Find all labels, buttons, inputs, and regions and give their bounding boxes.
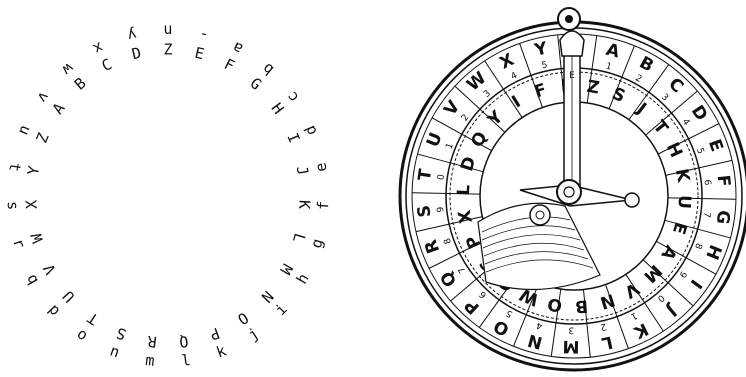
plain-letter: N: [258, 287, 277, 306]
plain-letter: J: [293, 165, 312, 177]
center-pivot: [557, 180, 581, 204]
plain-letter: S: [114, 324, 129, 344]
plain-letter: C: [99, 55, 115, 75]
letter-pair: fK: [295, 199, 332, 210]
disk-inner-letter: L: [454, 184, 475, 196]
plain-letter: G: [247, 74, 265, 94]
letter-pair: cH: [268, 88, 303, 117]
letter-pair: lQ: [178, 332, 191, 370]
plain-letter: W: [27, 230, 47, 245]
plain-letter: V: [40, 261, 60, 278]
letter-pair: iN: [258, 287, 291, 319]
letter-pair: bG: [247, 59, 278, 93]
plain-letter: F: [221, 55, 237, 75]
letter-pair: xC: [90, 38, 115, 75]
letter-pair: kP: [207, 324, 228, 362]
letter-pair: nZ: [163, 22, 172, 59]
plain-letter: E: [193, 44, 206, 64]
letter-pair: yD: [126, 25, 143, 63]
plain-letter: I: [283, 130, 303, 145]
cipher-letter: n: [107, 342, 122, 362]
plain-letter: P: [207, 324, 222, 344]
letter-pair: uZ: [15, 123, 52, 146]
plain-letter: H: [268, 100, 288, 118]
cipher-letter: y: [126, 25, 139, 45]
plain-letter: R: [146, 332, 158, 351]
cipher-letter: t: [5, 161, 24, 173]
plain-letter: B: [71, 74, 89, 94]
letter-pair: mR: [144, 332, 157, 370]
plain-letter: X: [22, 199, 40, 209]
paired-letter-ring: nZ-EaFbGcHdIeJfKgLhMiNjOkPlQmRnSoTpUqVrW…: [4, 22, 333, 370]
pointer-label: E: [569, 71, 575, 81]
letter-pair: pU: [45, 287, 78, 319]
letter-pair: oT: [74, 308, 102, 344]
pointer-index: [560, 31, 584, 56]
disk-outer-letter: M: [562, 336, 579, 356]
letter-pair: hM: [276, 261, 313, 287]
plain-letter: Y: [24, 165, 43, 177]
cipher-letter: l: [181, 351, 192, 370]
letter-pair: vA: [33, 88, 68, 117]
disk-number: 3: [568, 324, 574, 334]
letter-pair: nS: [107, 324, 128, 362]
cipher-letter: a: [230, 38, 246, 58]
letter-pair: aF: [221, 38, 246, 75]
plain-letter: K: [295, 199, 313, 209]
cipher-letter: x: [90, 38, 106, 58]
plain-letter: U: [59, 287, 78, 306]
letter-pair: wB: [58, 59, 89, 93]
letter-pair: jO: [234, 308, 262, 344]
plain-letter: T: [84, 308, 101, 328]
cipher-letter: r: [9, 237, 29, 251]
cipher-letter: k: [214, 342, 229, 362]
letter-pair: qV: [23, 261, 60, 287]
plain-letter: Q: [178, 332, 189, 351]
disk-inner-letter: U: [673, 195, 694, 210]
cipher-letter: u: [15, 123, 35, 138]
hand-tip: [625, 193, 639, 207]
cipher-letter: d: [301, 123, 321, 138]
plain-letter: M: [276, 261, 296, 278]
plain-letter: Z: [163, 41, 172, 59]
letter-pair: eJ: [293, 161, 331, 176]
plain-letter: A: [49, 100, 69, 118]
disk-outer-letter: F: [713, 174, 734, 188]
plain-letter: L: [289, 231, 309, 245]
cipher-letter: -: [197, 25, 210, 45]
gear-icon: [530, 205, 550, 225]
plain-letter: O: [234, 308, 251, 328]
letter-pair: gL: [289, 231, 327, 250]
disk-inner-letter: B: [574, 295, 588, 316]
letter-pair: -E: [193, 25, 210, 63]
cipher-letter: f: [314, 201, 332, 211]
plain-letter: D: [130, 44, 143, 64]
cipher-letter: m: [144, 351, 155, 370]
cipher-letter: s: [4, 201, 22, 211]
cipher-letter: g: [307, 237, 327, 251]
plain-letter: Z: [33, 130, 53, 145]
cipher-letter: n: [163, 22, 172, 40]
letter-pair: dI: [283, 123, 320, 146]
disk-outer-letter: S: [414, 204, 435, 218]
disk-outer-letter: G: [712, 209, 734, 226]
letter-pair: rW: [9, 230, 47, 250]
cipher-letter: e: [311, 161, 330, 173]
cipher-disk: ABCDEFGHIJKLMNOPQRSTUVWXYZ 1234567890123…: [400, 8, 746, 370]
